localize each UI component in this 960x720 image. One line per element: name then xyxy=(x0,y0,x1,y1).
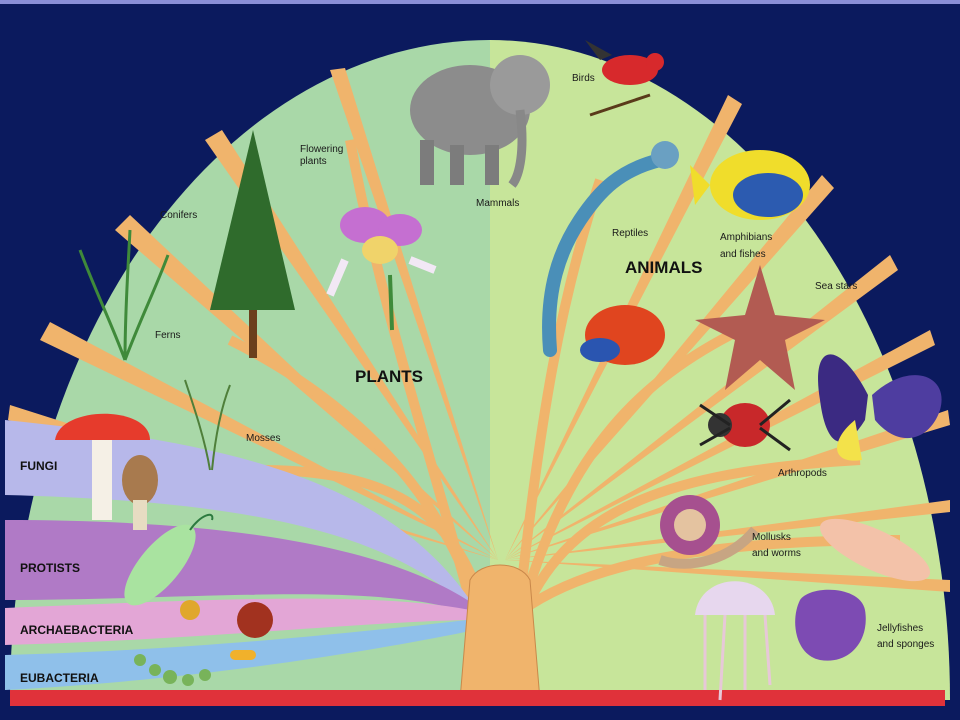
arthropods-label: Arthropods xyxy=(778,468,827,479)
plants-label: PLANTS xyxy=(355,367,423,386)
bird-icon xyxy=(585,40,664,117)
archaebacteria-icon xyxy=(180,600,273,638)
amphibians-label-2: and fishes xyxy=(720,249,766,260)
tree-icon xyxy=(210,130,295,358)
fish-icon xyxy=(690,150,810,220)
conifers-label: Conifers xyxy=(160,210,197,221)
flowering-plants-label-1: Flowering xyxy=(300,144,343,155)
lizard-icon xyxy=(542,141,679,357)
mosses-label: Mosses xyxy=(246,433,280,444)
top-border xyxy=(0,0,960,4)
fungi-label: FUNGI xyxy=(20,459,57,473)
eubacteria-label: EUBACTERIA xyxy=(20,671,99,685)
mammals-label: Mammals xyxy=(476,198,519,209)
starfish-icon xyxy=(695,265,825,390)
flowering-plants-label-2: plants xyxy=(300,156,327,167)
euglena-icon xyxy=(124,513,214,606)
mushroom-icon xyxy=(55,413,158,530)
jellyfish-icon xyxy=(695,581,775,701)
spider-icon xyxy=(699,398,791,452)
birds-label: Birds xyxy=(572,73,595,84)
sea-stars-label: Sea stars xyxy=(815,281,857,292)
butterfly-icon xyxy=(818,354,942,461)
ferns-label: Ferns xyxy=(155,330,181,341)
animals-label: ANIMALS xyxy=(625,258,702,277)
archaebacteria-label: ARCHAEBACTERIA xyxy=(20,623,134,637)
jellyfishes-label-2: and sponges xyxy=(877,639,934,650)
worm-icon xyxy=(819,518,931,582)
jellyfishes-label-1: Jellyfishes xyxy=(877,623,923,634)
fern-icon xyxy=(78,229,170,361)
base-strip xyxy=(10,690,945,706)
snail-icon xyxy=(658,495,759,569)
bacteria-icon xyxy=(134,650,256,686)
reptiles-label: Reptiles xyxy=(612,228,648,239)
protists-band xyxy=(5,520,475,615)
amphibians-label-1: Amphibians xyxy=(720,232,772,243)
moss-icon xyxy=(184,379,231,471)
protists-label: PROTISTS xyxy=(20,561,80,575)
trunk-base xyxy=(459,564,541,701)
sponge-icon xyxy=(795,589,866,661)
mollusks-label-1: Mollusks xyxy=(752,532,791,543)
orchid-icon xyxy=(326,207,437,331)
elephant-icon xyxy=(410,55,550,188)
fungi-band xyxy=(5,420,470,610)
frog-icon xyxy=(580,305,665,365)
mollusks-label-2: and worms xyxy=(752,548,801,559)
